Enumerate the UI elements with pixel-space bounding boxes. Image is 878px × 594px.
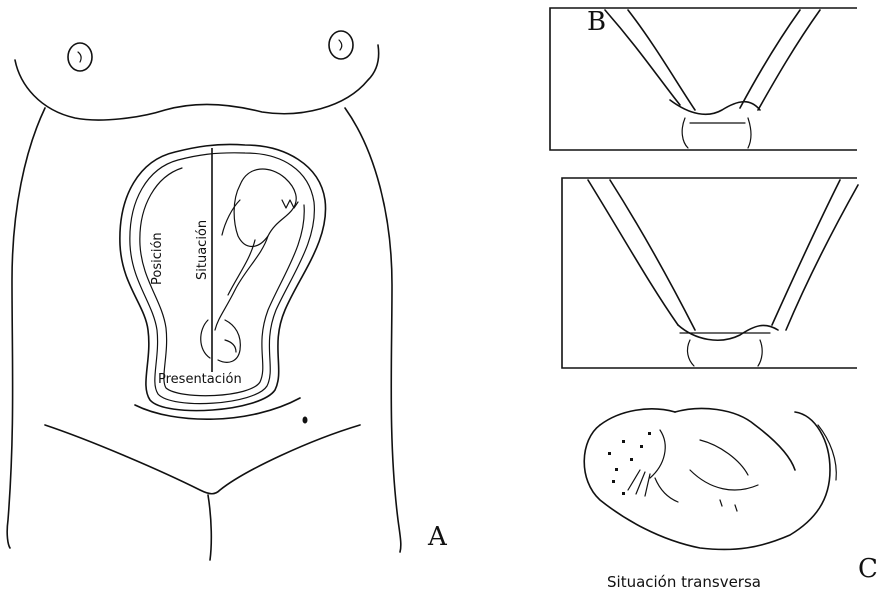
belly-fold [135, 398, 300, 419]
fetus [201, 169, 298, 362]
panel-letter-c: C [858, 554, 878, 584]
torso-outline [15, 45, 379, 120]
panel-letter-a: A [427, 522, 448, 552]
cervix-diagram-bottom [562, 178, 858, 368]
caption-transverse-lie: Situación transversa [607, 573, 761, 591]
torso-right-contour [345, 108, 401, 552]
panel-a: Posición Situación Presentación A [7, 31, 448, 560]
panel-b: B [550, 7, 858, 368]
breast-right [329, 31, 353, 59]
groin-lines [45, 425, 360, 494]
panel-c: Situación transversa C [584, 408, 878, 591]
thigh-line [208, 495, 211, 560]
panel-letter-b: B [587, 7, 606, 37]
torso-left-contour [7, 108, 45, 548]
label-situation: Situación [195, 220, 210, 280]
label-presentation: Presentación [158, 372, 242, 387]
fetus-transverse [584, 408, 836, 549]
breast-left [68, 43, 92, 71]
label-position: Posición [150, 232, 165, 285]
navel [303, 417, 308, 424]
